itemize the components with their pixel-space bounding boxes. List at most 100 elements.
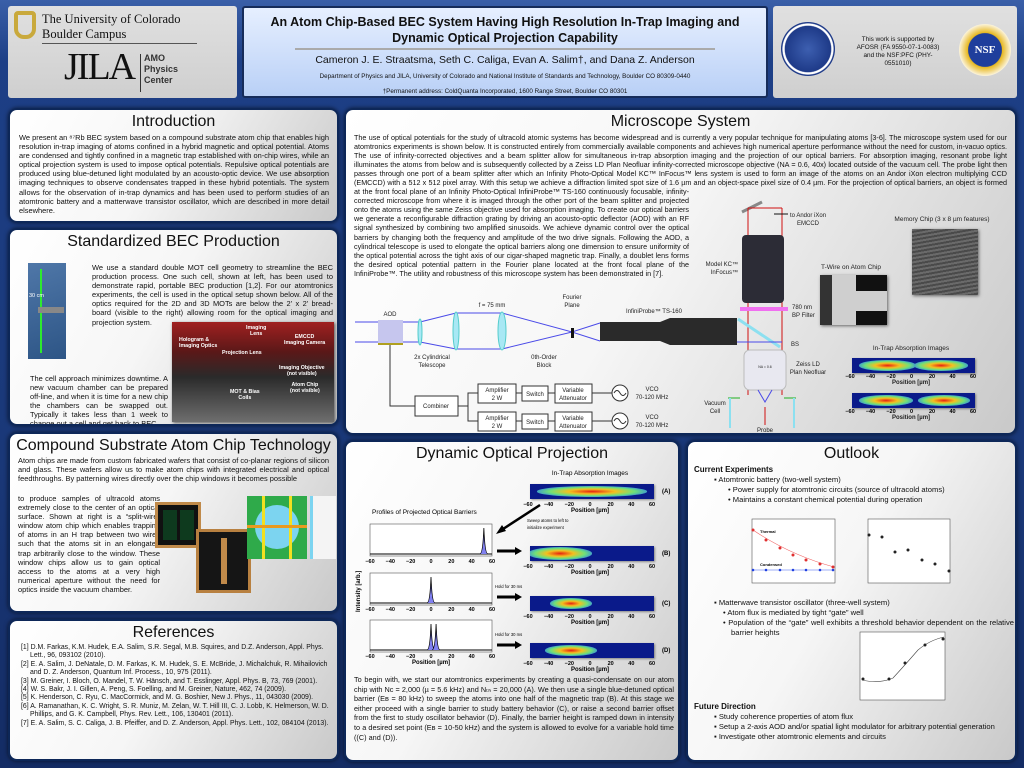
jila-logo: JILA bbox=[64, 46, 136, 88]
memory-chip-image bbox=[912, 229, 978, 295]
outlook-content: Current Experiments ▪ Atomtronic battery… bbox=[694, 465, 1007, 505]
affiliation: Department of Physics and JILA, Universi… bbox=[319, 73, 691, 80]
bec-panel: Standardized BEC Production 30 cm We use… bbox=[8, 228, 339, 426]
atom-chip-title: Compound Substrate Atom Chip Technology bbox=[16, 437, 331, 454]
field-lines-schematic bbox=[310, 496, 336, 559]
photo-label: EMCCD bbox=[294, 334, 315, 340]
label-objective: Imaging Objective(not visible) bbox=[279, 365, 325, 377]
sub-bullet-item: • Maintains a constant chemical potentia… bbox=[728, 495, 923, 504]
bullet-text: Atomtronic battery (two-well system) bbox=[718, 475, 841, 484]
bullet-text: Study coherence properties of atom flux bbox=[718, 712, 854, 721]
university-name-1: The University of Colorado bbox=[42, 12, 181, 26]
bullet-text: Setup a 2-axis AOD and/or spatial light … bbox=[718, 722, 995, 731]
photo-label: (not visible) bbox=[286, 371, 317, 377]
authors: Cameron J. E. Straatsma, Seth C. Caliga,… bbox=[315, 54, 695, 66]
photo-label: (not visible) bbox=[290, 388, 320, 394]
twire-image bbox=[820, 275, 887, 325]
afosr-seal-icon bbox=[781, 22, 835, 76]
photo-label: Imaging Objective bbox=[279, 365, 325, 371]
university-name-2: Boulder Campus bbox=[42, 27, 127, 41]
divider bbox=[42, 43, 197, 44]
microscope-title: Microscope System bbox=[610, 113, 751, 130]
header-right: This work is supported by AFOSR (FA 9550… bbox=[773, 6, 1017, 98]
reference-item: [6] A. Ramanathan, K. C. Wright, S. R. M… bbox=[21, 702, 329, 719]
current-experiments-heading: Current Experiments bbox=[694, 465, 774, 474]
amo-line: Physics bbox=[144, 64, 179, 74]
bullet-text: Power supply for atomtronic circuits (so… bbox=[732, 485, 945, 494]
reference-item: [3] M. Greiner, I. Bloch, O. Mandel, T. … bbox=[21, 677, 318, 685]
amo-line: AMO bbox=[144, 53, 165, 63]
microscope-absorption-image-1 bbox=[852, 358, 975, 373]
introduction-panel: Introduction We present an ⁸⁷Rb BEC syst… bbox=[8, 108, 339, 223]
bullet-text: Population of the “gate” well exhibits a… bbox=[728, 618, 1014, 637]
cell-body bbox=[38, 307, 64, 313]
future-block: Future Direction ▪ Study coherence prope… bbox=[694, 702, 1012, 742]
bullet-item: ▪ Study coherence properties of atom flu… bbox=[714, 712, 854, 721]
references-title: References bbox=[132, 624, 215, 641]
photo-label: MOT & Bias bbox=[230, 389, 260, 395]
nsf-logo-icon: NSF bbox=[959, 24, 1011, 76]
bullet-item: ▪ Investigate other atomtronic elements … bbox=[714, 732, 886, 741]
dynamic-projection-panel: Dynamic Optical Projection To begin with… bbox=[344, 440, 680, 762]
title-block: An Atom Chip-Based BEC System Having Hig… bbox=[242, 6, 768, 98]
microscope-body-text: The use of optical potentials for the st… bbox=[354, 133, 1007, 278]
bullet-text: Atom flux is mediated by tight “gate” we… bbox=[727, 608, 864, 617]
introduction-title: Introduction bbox=[131, 113, 216, 130]
reference-list: [1] D.M. Farkas, K.M. Hudek, E.A. Salim,… bbox=[18, 644, 331, 728]
bec-body-1: We use a standard double MOT cell geomet… bbox=[92, 263, 333, 327]
bullet-item: ▪ Atomtronic battery (two-well system) bbox=[714, 475, 841, 484]
reference-item: [4] W. S. Bakr, J. I. Gillen, A. Peng, S… bbox=[21, 686, 287, 694]
support-line: AFOSR (FA 9550-07-1-0083) bbox=[856, 44, 940, 51]
references-panel: References [1] D.M. Farkas, K.M. Hudek, … bbox=[8, 619, 339, 761]
support-line: and the NSF:PFC (PHY- bbox=[863, 52, 933, 59]
bullet-text: Matterwave transistor oscillator (three-… bbox=[718, 598, 890, 607]
support-line: 0551010) bbox=[884, 60, 912, 67]
atom-chip-body-1: Atom chips are made from custom fabricat… bbox=[18, 456, 329, 484]
bullet-item: ▪ Matterwave transistor oscillator (thre… bbox=[714, 598, 890, 607]
bullet-text: Maintains a constant chemical potential … bbox=[732, 495, 923, 504]
future-direction-heading: Future Direction bbox=[694, 702, 756, 711]
atom-chip-panel: Compound Substrate Atom Chip Technology … bbox=[8, 432, 339, 613]
bec-title: Standardized BEC Production bbox=[67, 233, 280, 250]
header-left: The University of Colorado Boulder Campu… bbox=[8, 6, 237, 98]
bec-body-2: The cell approach minimizes downtime. A … bbox=[30, 374, 168, 426]
chip-schematic bbox=[247, 496, 307, 559]
photo-label: Coils bbox=[238, 395, 252, 401]
sub-bullet-item: • Atom flux is mediated by tight “gate” … bbox=[723, 608, 864, 617]
absorption-image-a bbox=[530, 484, 654, 499]
transistor-block: ▪ Matterwave transistor oscillator (thre… bbox=[714, 598, 1014, 638]
introduction-body: We present an ⁸⁷Rb BEC system based on a… bbox=[19, 133, 329, 215]
mot-cell-photo: 30 cm bbox=[28, 263, 66, 359]
reference-item: [2] E. A. Salim, J. DeNatale, D. M. Fark… bbox=[21, 660, 328, 677]
microscope-absorption-image-2 bbox=[852, 393, 975, 408]
sub-bullet-item: • Power supply for atomtronic circuits (… bbox=[728, 485, 945, 494]
amo-center-label: AMO Physics Center bbox=[144, 53, 178, 86]
photo-label: Imaging bbox=[246, 325, 267, 331]
photo-label: Imaging Camera bbox=[284, 340, 326, 346]
bullet-item: ▪ Setup a 2-axis AOD and/or spatial ligh… bbox=[714, 722, 995, 731]
amo-line: Center bbox=[144, 75, 173, 85]
poster-title-2: Dynamic Optical Projection Capability bbox=[392, 31, 618, 45]
label-projection-lens: Projection Lens bbox=[222, 350, 262, 356]
reference-item: [7] E. A. Salim, S. C. Caliga, J. B. Pfe… bbox=[21, 719, 329, 727]
microscope-body: The use of optical potentials for the st… bbox=[354, 133, 1007, 278]
bec-body-1-text: We use a standard double MOT cell geomet… bbox=[92, 263, 333, 327]
label-atom-chip: Atom Chip(not visible) bbox=[290, 382, 320, 394]
absorption-image-d bbox=[530, 643, 654, 658]
outlook-title: Outlook bbox=[823, 445, 880, 462]
sub-bullet-item: • Population of the “gate” well exhibits… bbox=[723, 618, 1014, 637]
scale-label: 30 cm bbox=[29, 293, 44, 299]
microscope-panel: Microscope System The use of optical pot… bbox=[344, 108, 1017, 435]
window-chip-photo-2 bbox=[196, 529, 251, 593]
label-hologram: Hologram &Imaging Optics bbox=[179, 337, 217, 349]
cu-logo bbox=[14, 11, 36, 39]
bullet-text: Investigate other atomtronic elements an… bbox=[718, 732, 886, 741]
support-text: This work is supported by AFOSR (FA 9550… bbox=[843, 36, 953, 68]
reference-item: [5] K. Henderson, C. Ryu, C. MacCormick,… bbox=[21, 694, 314, 702]
dynamic-title: Dynamic Optical Projection bbox=[415, 445, 609, 462]
photo-label: Hologram & bbox=[179, 337, 210, 343]
